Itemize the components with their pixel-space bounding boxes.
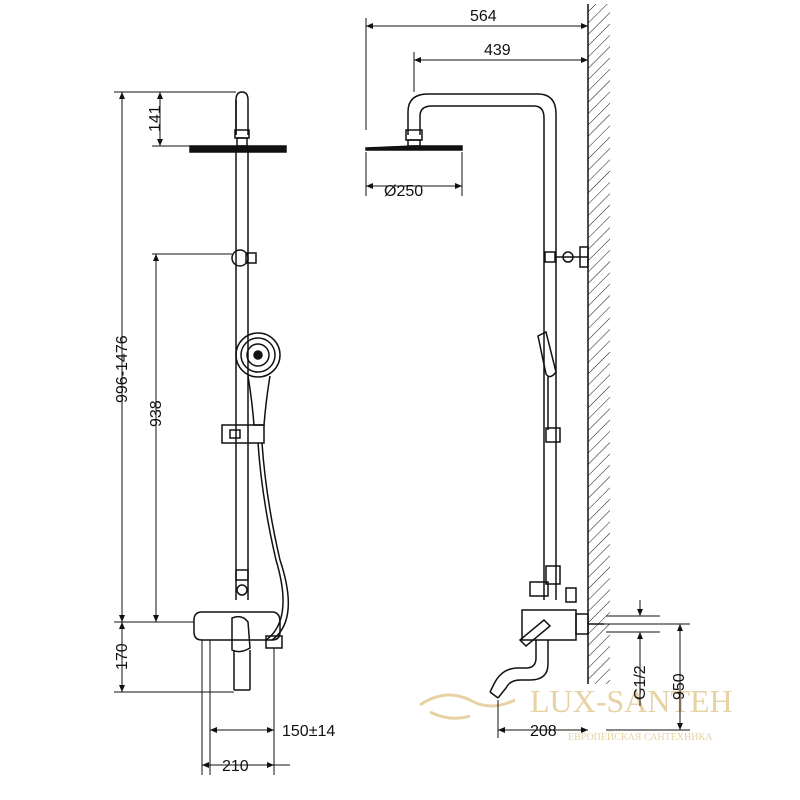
- dim-front-height: 996-1476: [114, 335, 131, 403]
- front-view: [189, 91, 290, 691]
- watermark-brand: LUX-SANTEH: [530, 683, 733, 719]
- watermark-logo: LUX-SANTEH ЕВРОПЕЙСКАЯ САНТЕХНИКА: [419, 683, 733, 743]
- front-slider: [221, 424, 265, 444]
- front-hand-shower: [235, 332, 281, 378]
- dim-front-offset: 150±14: [282, 723, 335, 740]
- front-rain-head: [189, 145, 287, 153]
- side-hand-shower: [537, 330, 557, 378]
- watermark-subtitle: ЕВРОПЕЙСКАЯ САНТЕХНИКА: [568, 731, 713, 743]
- side-spout: [497, 640, 549, 699]
- front-hose: [261, 442, 290, 641]
- dim-side-head: Ø250: [384, 183, 423, 200]
- dim-side-thread: G1/2: [632, 665, 649, 700]
- side-rain-head: [365, 145, 463, 151]
- front-dimensions: [114, 91, 290, 775]
- front-mixer: [193, 611, 281, 641]
- dim-side-total: 564: [470, 8, 497, 25]
- dim-front-bar: 938: [148, 400, 165, 427]
- dim-side-height: 950: [671, 673, 688, 700]
- dim-side-spout: 208: [530, 723, 557, 740]
- side-arm: [407, 93, 557, 600]
- dim-side-arm: 439: [484, 42, 511, 59]
- dim-front-top: 141: [147, 105, 164, 132]
- wall: [587, 4, 610, 684]
- side-view: [365, 93, 604, 699]
- front-top-pipe: [235, 91, 249, 135]
- dim-front-width: 210: [222, 758, 249, 775]
- side-mixer: [521, 609, 577, 641]
- side-dimensions: [365, 18, 690, 738]
- dim-front-bottom: 170: [114, 643, 131, 670]
